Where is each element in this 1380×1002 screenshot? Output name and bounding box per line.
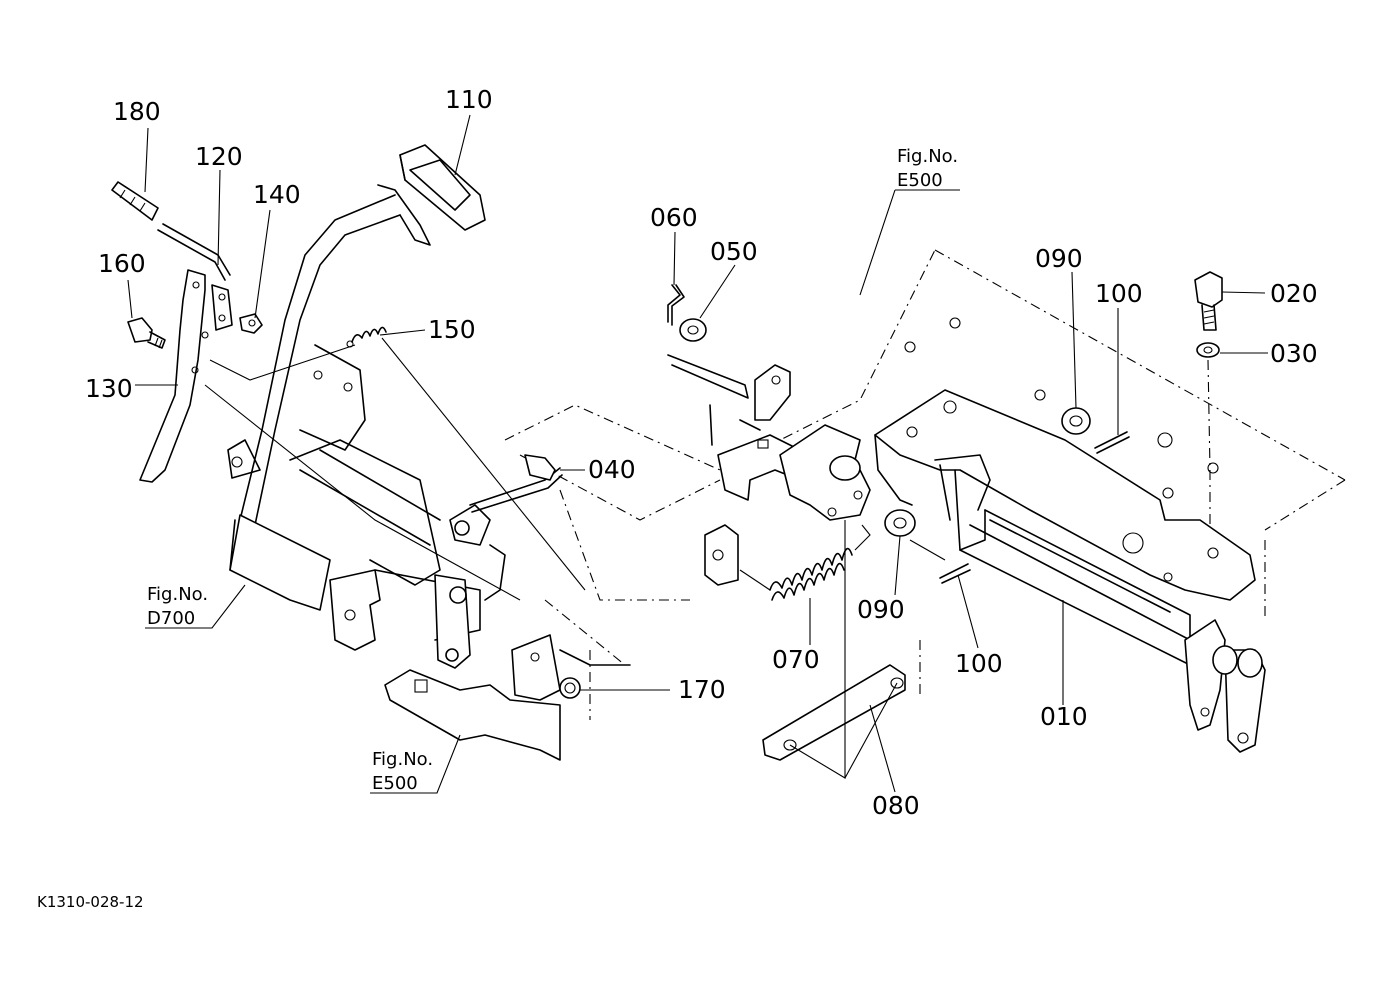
label-010: 010 [1040,702,1088,731]
label-020: 020 [1270,279,1318,308]
leader-lines [127,114,1268,794]
parking-brake-lever [111,181,356,483]
ref-e500-top-line1: Fig.No. [897,146,958,167]
ref-e500-top-line2: E500 [897,170,943,191]
label-100-upper: 100 [1095,279,1143,308]
brake-pedal-arm [227,144,506,669]
label-130: 130 [85,374,133,403]
return-spring [204,326,586,601]
label-170: 170 [678,675,726,704]
label-060: 060 [650,203,698,232]
label-030: 030 [1270,339,1318,368]
label-140: 140 [253,180,301,209]
figure-references: Fig.No. E500 Fig.No. D700 Fig.No. E500 [147,146,958,794]
label-090-lower: 090 [857,595,905,624]
center-linkage [667,284,971,779]
ref-e500-bottom-line2: E500 [372,773,418,794]
label-180: 180 [113,97,161,126]
label-110: 110 [445,85,493,114]
label-150: 150 [428,315,476,344]
ref-d700-line1: Fig.No. [147,584,208,605]
label-050: 050 [710,237,758,266]
label-070: 070 [772,645,820,674]
label-080: 080 [872,791,920,820]
ref-e500-bottom-line1: Fig.No. [372,749,433,770]
floor-bracket [384,634,631,761]
ref-d700-line2: D700 [147,608,195,629]
main-bracket-assembly [874,271,1266,753]
label-090-upper: 090 [1035,244,1083,273]
drawing-id: K1310-028-12 [37,893,144,911]
brake-rod [469,454,563,513]
label-100-lower: 100 [955,649,1003,678]
part-number-labels: 180 120 140 110 160 130 150 040 060 050 … [85,85,1318,820]
label-040: 040 [588,455,636,484]
label-160: 160 [98,249,146,278]
label-120: 120 [195,142,243,171]
